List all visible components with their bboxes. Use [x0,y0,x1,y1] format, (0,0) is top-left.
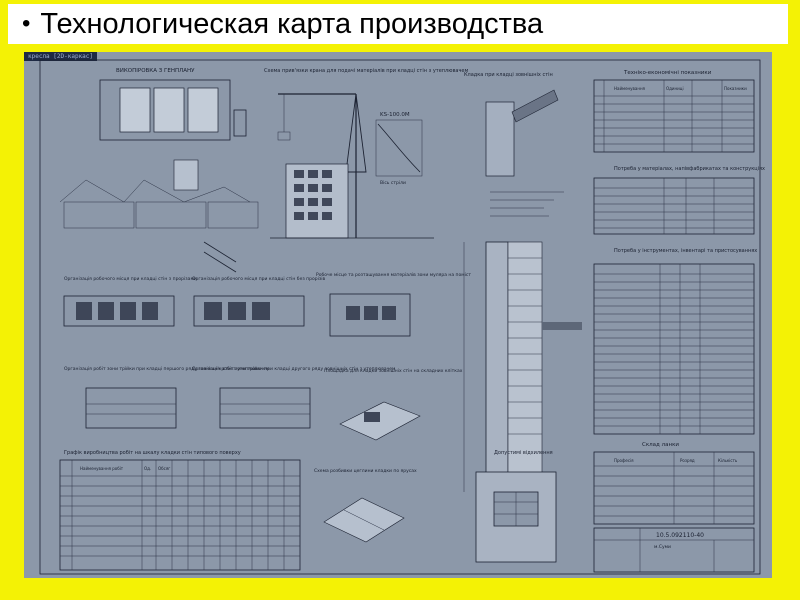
crew-table: Склад ланки Професія Розряд Кількість [593,442,755,525]
schedule-title: Графік виробництва робіт на шкалу кладки… [64,450,241,456]
store-header-grade: Розряд [680,458,695,463]
materials-table: Потреба у матеріалах, напівфабрикатах та… [593,166,765,235]
technological-drawing-sheet: кресла [2D-каркас] ВИКОПІРОВКА З ГЕНПЛАН… [24,52,772,578]
title-block-stamp: 10.5.092110-40 м.Суми [593,527,755,573]
tolerance-title: Допустимі відхилення [494,450,553,456]
tools-title: Потреба у інструментах, інвентарі та при… [614,248,757,254]
crane-model: KS-100.0M [380,112,410,118]
teh-header-unit: Одиниці [666,86,684,91]
tools-table: Потреба у інструментах, інвентарі та при… [593,248,757,435]
teh-title: Техніко-економічні показники [623,70,712,76]
crane-scheme-drawing: Схема прив'язки крана для подачі матеріа… [264,68,468,239]
node-title: Кладка при кладці зовнішніх стін [464,72,553,78]
zone-mid-title: Організація робіт зони трійки при кладці… [192,365,395,372]
plan-title: ВИКОПІРОВКА З ГЕНПЛАНУ [116,68,195,74]
teh-header-name: Найменування [614,86,646,91]
teh-header-value: Показники [724,86,747,91]
store-header-count: Кількість [718,458,738,463]
cutting-scheme-drawing: Схема розбивки цеглини кладки по ярусах [314,468,417,543]
wall-node-drawing: Кладка при кладці зовнішніх стін [464,72,564,217]
schedule-header-unit: Од. [144,466,151,471]
workplace-mid-title: Організація робочого місця при кладці ст… [192,276,325,282]
stamp-code: 10.5.092110-40 [656,532,704,539]
cutting-title: Схема розбивки цеглини кладки по ярусах [314,468,417,474]
workplace-organization-drawings: Організація робочого місця при кладці ст… [63,272,471,337]
tech-economic-table: Техніко-економічні показники Найменуванн… [593,70,755,153]
workplace-left-title: Організація робочого місця при кладці ст… [64,276,197,282]
layout-tab[interactable]: кресла [2D-каркас] [24,52,98,61]
stamp-city: м.Суми [654,544,671,550]
store-header-profession: Професія [614,458,634,463]
workplace-right-title: Робоче місце та розташування матеріалів … [316,272,471,278]
platform-title: Площадка для кладки зовнішніх стін на ск… [324,368,463,374]
tolerance-drawing: Допустимі відхилення [475,450,557,563]
slide-title-bar: • Технологическая карта производства [8,4,788,44]
schedule-header-volume: Обсяг [158,466,170,471]
work-schedule-table: Графік виробництва робіт на шкалу кладки… [59,450,301,571]
schedule-header-name: Найменування робіт [80,466,124,471]
zone-organization-drawings: Організація робіт зони трійки при кладці… [64,365,463,441]
materials-title: Потреба у матеріалах, напівфабрикатах та… [614,166,765,172]
title-bullet: • [22,10,31,37]
crane-caption: Вісь стріли [380,180,406,186]
wall-section-drawing [463,241,582,493]
slide-title: Технологическая карта производства [40,7,544,40]
drawing-canvas: ВИКОПІРОВКА З ГЕНПЛАНУ Схема прив'язки к… [39,59,765,575]
crane-title: Схема прив'язки крана для подачі матеріа… [264,68,468,74]
zone-left-title: Організація робіт зони трійки при кладці… [64,365,269,372]
site-plan-drawing: ВИКОПІРОВКА З ГЕНПЛАНУ [59,68,259,273]
store-title: Склад ланки [642,442,679,448]
